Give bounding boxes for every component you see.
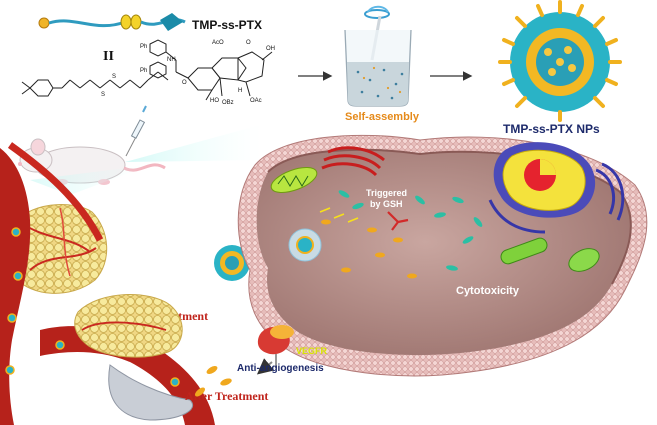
golgi-apparatus (488, 162, 625, 234)
syringe-icon (125, 105, 147, 157)
self-assembly-label: Self-assembly (345, 111, 420, 123)
atom-s-2: S (112, 74, 116, 80)
atom-s-1: S (101, 92, 105, 98)
blood-vessel-main (0, 148, 31, 425)
released-drug-fragments (319, 190, 483, 279)
atom-o-ketone: O (246, 40, 251, 46)
atom-ph-2: Ph (140, 68, 147, 74)
atom-aco: AcO (212, 40, 224, 46)
nanoparticle-label: TMP-ss-PTX NPs (503, 122, 600, 136)
endosome-vesicle (288, 228, 322, 262)
anti-angiogenesis-label: Anti-angiogenesis (237, 363, 324, 374)
beaker-icon (344, 5, 412, 107)
cytotoxicity-label: Cytotoxicity (456, 285, 520, 297)
injection-beam (125, 125, 262, 162)
atom-h: H (238, 88, 242, 94)
atom-o-ester: O (182, 80, 187, 86)
blood-vessel-lower (40, 326, 215, 425)
after-treatment-label: After Treatment (185, 389, 268, 403)
nucleus (493, 142, 596, 218)
triggered-label: Triggered (366, 188, 407, 198)
blood-vessel-branch (7, 142, 104, 242)
prodrug-label: TMP-ss-PTX (192, 18, 262, 32)
prodrug-cartoon (38, 13, 186, 31)
atom-ph-1: Ph (140, 44, 147, 50)
drug-drops (195, 366, 232, 397)
vegfr-receptor (256, 325, 294, 375)
atom-obz: OBz (222, 100, 234, 106)
atom-oh-top: OH (266, 46, 275, 52)
mitochondrion-top (270, 167, 318, 193)
nanoparticle-medium (214, 245, 250, 281)
chemical-structure (21, 39, 273, 101)
vegfr-label: VEGFR (296, 346, 328, 356)
mitochondrion-right (500, 237, 600, 272)
structure-atoms: NH Ph Ph O AcO O OH H HO OBz OAc S S (101, 40, 275, 106)
nanoparticle-large (498, 0, 622, 122)
atom-oac: OAc (250, 98, 262, 104)
atom-ho: HO (210, 98, 219, 104)
tumor-after-treatment (74, 294, 193, 421)
by-gsh-label: by GSH (370, 199, 403, 209)
atom-nh: NH (167, 57, 176, 63)
endoplasmic-reticulum (321, 146, 385, 177)
equivalence-mark: II (103, 49, 114, 64)
